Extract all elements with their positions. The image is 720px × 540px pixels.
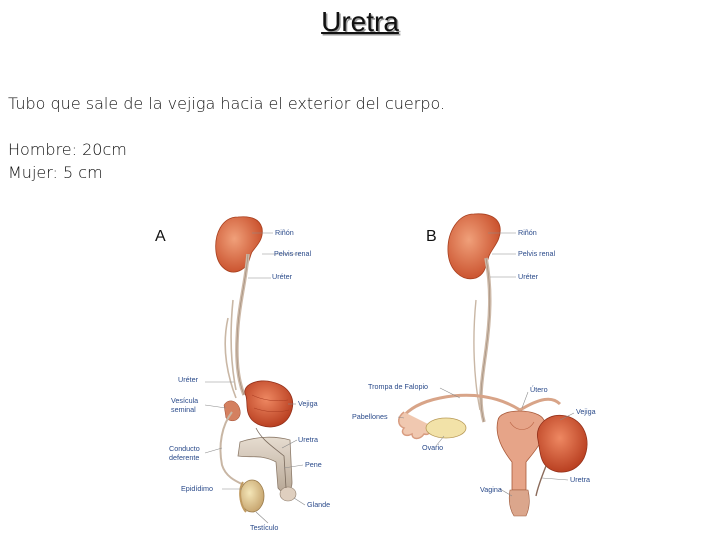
male-glans (280, 487, 296, 501)
label-vagina: Vagina (480, 485, 502, 494)
label-testiculo: Testículo (250, 523, 278, 532)
male-bladder (245, 381, 293, 427)
label-ureter-female: Uréter (518, 272, 539, 281)
label-vesicula-line1: Vesícula (171, 396, 198, 405)
male-kidney (216, 217, 263, 272)
female-vagina (509, 490, 529, 516)
label-pene: Pene (305, 460, 322, 469)
label-conducto-line1: Conducto (169, 444, 200, 453)
label-uretra-male: Uretra (298, 435, 318, 444)
label-pelvis-renal-female: Pelvis renal (518, 249, 556, 258)
label-glande: Glande (307, 500, 330, 509)
label-ureter-male-left: Uréter (178, 375, 199, 384)
label-rinon-female: Riñón (518, 228, 537, 237)
female-fimbriae (399, 412, 430, 439)
label-ovario: Ovario (422, 443, 443, 452)
label-conducto-line2: deferente (169, 453, 199, 462)
label-utero: Útero (530, 385, 548, 394)
female-diagram: B Riñón Pelvis rena (352, 214, 596, 516)
male-diagram: A Riñón P (155, 217, 330, 532)
label-vesicula-line2: seminal (171, 405, 196, 414)
female-uterus (497, 411, 545, 490)
label-ureter-male-top: Uréter (272, 272, 293, 281)
female-kidney (448, 214, 500, 279)
label-trompa-falopio: Trompa de Falopio (368, 382, 428, 391)
label-pabellones: Pabellones (352, 412, 388, 421)
panel-label-b: B (426, 228, 437, 245)
female-bladder (537, 415, 587, 472)
label-epididimo: Epidídimo (181, 484, 213, 493)
label-vejiga-female: Vejiga (576, 407, 596, 416)
female-ovary (426, 418, 466, 438)
label-vejiga-male: Vejiga (298, 399, 318, 408)
label-uretra-female: Uretra (570, 475, 590, 484)
label-rinon-male: Riñón (275, 228, 294, 237)
label-pelvis-renal-male: Pelvis renal (274, 249, 312, 258)
panel-label-a: A (155, 228, 166, 245)
